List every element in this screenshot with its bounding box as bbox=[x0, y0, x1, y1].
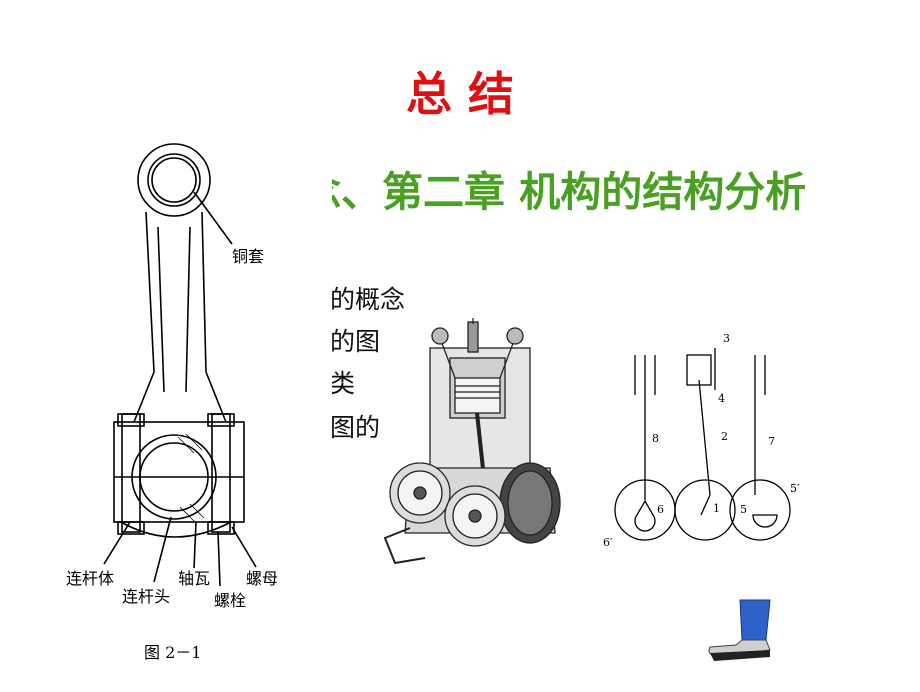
label-rod-head: 连杆头 bbox=[122, 587, 170, 606]
bullet-text-1: 的概念 bbox=[330, 285, 406, 314]
link-label-5: 5 bbox=[740, 503, 747, 516]
label-rod-body: 连杆体 bbox=[66, 569, 114, 588]
link-label-8: 8 bbox=[652, 432, 659, 445]
label-bolt: 螺栓 bbox=[214, 591, 246, 610]
link-label-6: 6 bbox=[657, 503, 664, 516]
engine-cutaway-image bbox=[380, 318, 570, 570]
chapter-heading: 念、第二章 机构的结构分析 bbox=[300, 168, 807, 216]
label-bushing: 铜套 bbox=[232, 247, 264, 266]
bullet-text-3: 类 bbox=[330, 369, 356, 398]
link-label-3: 3 bbox=[723, 332, 730, 345]
connecting-rod-figure: 铜套 连杆体 轴瓦 螺母 连杆头 螺栓 图 2－1 bbox=[46, 132, 332, 688]
label-nut: 螺母 bbox=[246, 569, 278, 588]
bullet-text-4: 图的 bbox=[330, 413, 381, 442]
link-label-6-prime: 6′ bbox=[603, 536, 613, 549]
linkage-diagram: 3 4 8 2 7 6 1 5 6′ 5′ bbox=[595, 330, 810, 550]
figure-caption: 图 2－1 bbox=[144, 643, 201, 662]
link-label-7: 7 bbox=[768, 435, 775, 448]
link-label-5-prime: 5′ bbox=[790, 482, 800, 495]
slide-title: 总 结 bbox=[405, 67, 514, 121]
link-label-4: 4 bbox=[718, 392, 725, 405]
link-label-1: 1 bbox=[713, 502, 720, 515]
bullet-text-2: 的图 bbox=[330, 327, 381, 356]
link-label-2: 2 bbox=[721, 430, 728, 443]
label-bearing-shell: 轴瓦 bbox=[178, 569, 210, 588]
walking-foot-clipart bbox=[700, 595, 780, 665]
